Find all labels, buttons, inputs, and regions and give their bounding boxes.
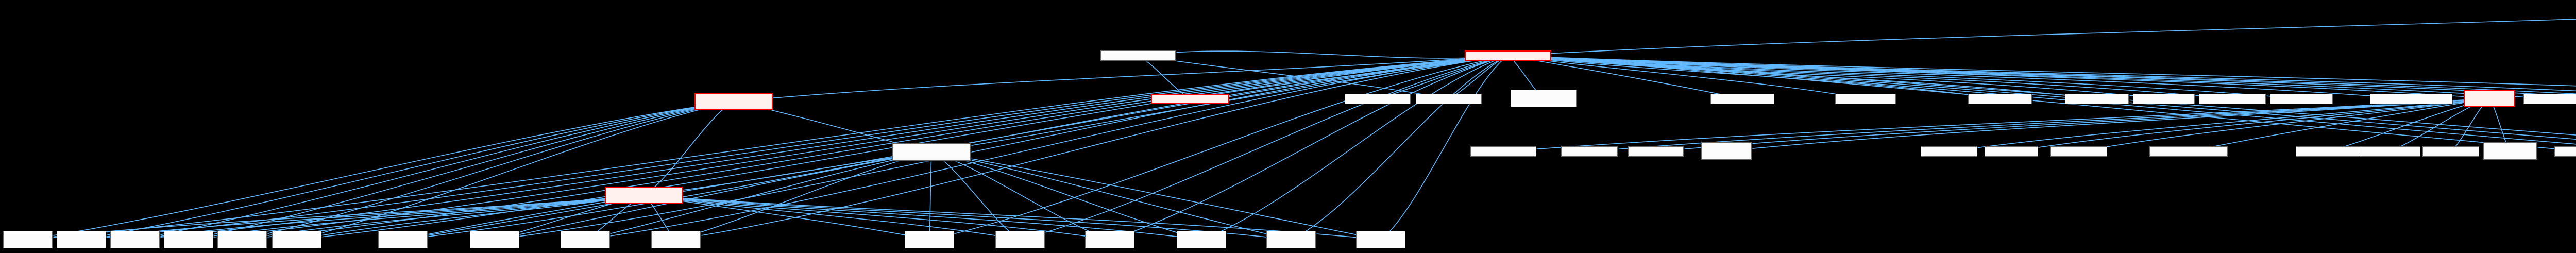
- graph-node[interactable]: [1511, 90, 1577, 107]
- graph-edge: [643, 194, 1110, 240]
- graph-edge: [1507, 54, 2412, 99]
- graph-edge: [81, 100, 734, 240]
- graph-node[interactable]: [217, 231, 267, 248]
- graph-edge: [1020, 55, 1509, 240]
- graph-node[interactable]: [1835, 94, 1896, 104]
- graph-node[interactable]: [2050, 146, 2107, 157]
- graph-node[interactable]: [1561, 146, 1618, 157]
- graph-edge: [1503, 96, 2490, 152]
- graph-edge: [643, 194, 1021, 240]
- graph-edge: [2011, 97, 2490, 152]
- graph-node[interactable]: [2422, 146, 2479, 157]
- graph-edge: [81, 54, 1509, 240]
- graph-node[interactable]: [1085, 231, 1134, 248]
- graph-edge: [27, 100, 734, 240]
- graph-edge: [2078, 97, 2490, 152]
- graph-node[interactable]: [1701, 142, 1752, 160]
- graph-node[interactable]: [2370, 94, 2452, 104]
- graph-edge: [188, 54, 1509, 240]
- graph-node[interactable]: [1356, 231, 1405, 248]
- graph-node[interactable]: [1628, 146, 1684, 157]
- graph-edge: [242, 100, 734, 240]
- graph-edge: [1507, 19, 2576, 56]
- graph-node[interactable]: [561, 231, 610, 248]
- graph-edge: [1655, 97, 2490, 152]
- graph-edge: [134, 100, 734, 240]
- graph-node[interactable]: [2149, 146, 2228, 157]
- graph-node[interactable]: [1465, 50, 1551, 61]
- graph-node[interactable]: [2065, 94, 2129, 104]
- graph-edge: [494, 150, 932, 240]
- graph-edge: [929, 55, 1509, 240]
- graph-edge: [1726, 97, 2490, 151]
- graph-edge: [296, 100, 734, 240]
- graph-edge: [1138, 50, 1509, 59]
- graph-edge: [1507, 54, 2576, 92]
- graph-node[interactable]: [164, 231, 213, 248]
- graph-node[interactable]: [694, 93, 773, 110]
- graph-edge: [1201, 55, 1509, 240]
- graph-edge: [1589, 97, 2490, 152]
- graph-node[interactable]: [2483, 142, 2537, 160]
- graph-node[interactable]: [1921, 146, 1977, 157]
- graph-node[interactable]: [2199, 94, 2266, 104]
- graph-node[interactable]: [1416, 94, 1482, 104]
- graph-node[interactable]: [905, 231, 954, 248]
- graph-edge: [585, 151, 932, 240]
- graph-node[interactable]: [272, 231, 321, 248]
- graph-edge: [675, 54, 1509, 240]
- graph-edge: [931, 151, 1292, 240]
- graph-node[interactable]: [3, 231, 53, 248]
- graph-edge: [733, 54, 1509, 102]
- graph-node[interactable]: [2359, 146, 2420, 157]
- graph-edge: [585, 54, 1509, 240]
- graph-edge: [675, 151, 932, 240]
- graph-edge: [1507, 54, 1743, 99]
- graph-edge: [1291, 55, 1509, 240]
- graph-edge: [296, 194, 645, 240]
- graph-node[interactable]: [2554, 146, 2576, 157]
- graph-node[interactable]: [605, 187, 683, 204]
- graph-edge: [643, 54, 1509, 196]
- graph-edge: [1948, 97, 2490, 152]
- graph-node[interactable]: [2296, 146, 2361, 157]
- graph-edge: [1507, 54, 2576, 151]
- graph-node[interactable]: [1100, 50, 1176, 61]
- graph-edge: [27, 54, 1509, 240]
- graph-edge: [1507, 54, 1866, 99]
- graph-node[interactable]: [2523, 94, 2576, 104]
- graph-node[interactable]: [995, 231, 1045, 248]
- graph-edge: [931, 150, 1381, 240]
- graph-edge: [188, 100, 734, 240]
- graph-edge: [1109, 55, 1509, 240]
- graph-node[interactable]: [470, 231, 519, 248]
- graph-node[interactable]: [2133, 94, 2195, 104]
- graph-node[interactable]: [1151, 94, 1229, 104]
- graph-edge: [1380, 55, 1509, 240]
- graph-node[interactable]: [892, 143, 971, 161]
- graph-edge: [1507, 54, 2576, 87]
- graph-node[interactable]: [1710, 94, 1774, 104]
- graph-node[interactable]: [1266, 231, 1316, 248]
- graph-node[interactable]: [2464, 90, 2515, 107]
- graph-node[interactable]: [2270, 94, 2333, 104]
- graph-node[interactable]: [651, 231, 701, 248]
- graph-node[interactable]: [110, 231, 160, 248]
- graph-node[interactable]: [1470, 146, 1536, 157]
- graph-edge: [1138, 54, 1449, 99]
- graph-edge: [494, 54, 1509, 240]
- graph-edge: [931, 151, 1202, 240]
- graph-edge: [931, 151, 1110, 240]
- graph-node[interactable]: [1968, 94, 2032, 104]
- graph-node[interactable]: [1985, 146, 2038, 157]
- graph-node[interactable]: [378, 231, 428, 248]
- graph-edge: [134, 54, 1509, 240]
- graph-node[interactable]: [1177, 231, 1226, 248]
- graph-node[interactable]: [57, 231, 106, 248]
- graph-edge: [242, 54, 1509, 240]
- graph-edge: [1507, 54, 2576, 97]
- graph-node[interactable]: [1345, 94, 1411, 104]
